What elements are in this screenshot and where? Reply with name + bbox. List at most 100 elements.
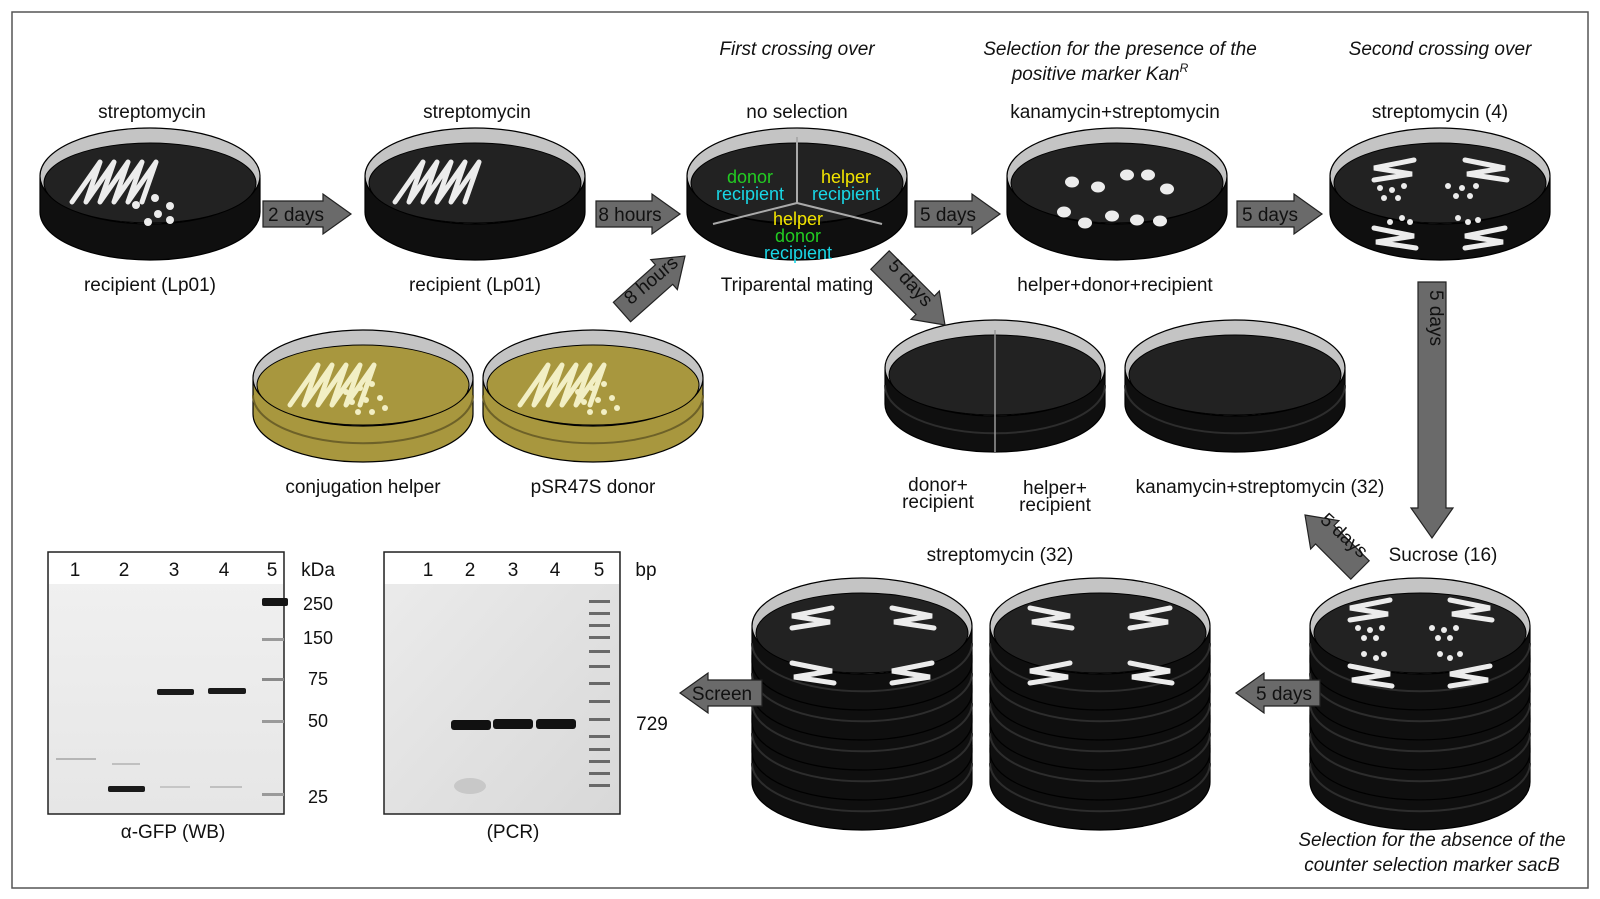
plate-side-band	[989, 643, 1211, 693]
sector-left-line1: donor	[727, 167, 773, 187]
colony-dot	[1355, 625, 1361, 631]
arrow-diag-8-hours	[612, 255, 686, 323]
plate-side-band	[989, 763, 1211, 813]
plate-control-empty	[1124, 319, 1346, 453]
wb-ladder-25	[262, 793, 284, 796]
wb-lane-2: 2	[119, 560, 130, 581]
plate5-header: Second crossing over	[1349, 39, 1532, 60]
colony-dot	[1105, 210, 1119, 222]
plate4-bottom-label: helper+donor+recipient	[1017, 275, 1213, 296]
donor-plate-label: pSR47S donor	[531, 477, 656, 498]
arrow4-label: 5 days	[1242, 205, 1298, 226]
wb-marker-150: 150	[303, 628, 333, 648]
colony-dot	[1367, 627, 1373, 633]
colony-dot	[144, 218, 152, 226]
split-left-line1: donor+	[908, 475, 968, 496]
plate-side-band	[989, 703, 1211, 753]
plate-conjugation-helper	[252, 329, 474, 463]
wb-lane-1: 1	[70, 560, 81, 581]
arrow-8-hours	[595, 192, 682, 236]
colony-dot	[1091, 181, 1105, 193]
colony-dot	[587, 409, 593, 415]
colony-dot	[369, 381, 375, 387]
colony-dot	[614, 405, 620, 411]
gel-lane-1: 1	[423, 560, 434, 581]
colony-dot	[1401, 183, 1407, 189]
colony-dot	[154, 210, 162, 218]
colony-dot	[1120, 169, 1134, 181]
colony-dot	[1399, 215, 1405, 221]
colony-dot	[1455, 215, 1461, 221]
colony-dot	[601, 381, 607, 387]
plate-side-band	[252, 395, 474, 445]
plate-psr47s-donor	[482, 329, 704, 463]
colony-dot	[595, 397, 601, 403]
colony-dot	[1473, 183, 1479, 189]
colony-dot	[1377, 185, 1383, 191]
colony-streak	[1462, 157, 1510, 183]
arrow-5-days-b	[1236, 192, 1324, 236]
sector-bottom-line3: recipient	[764, 243, 832, 263]
wb-band-lane2	[108, 786, 145, 792]
gel-caption: (PCR)	[487, 822, 540, 843]
gel-lane-4: 4	[550, 560, 561, 581]
gel-ladder-band	[589, 735, 610, 738]
colony-dot	[166, 216, 174, 224]
colony-dot	[1459, 185, 1465, 191]
plate-agar	[368, 142, 582, 224]
screen-arrow-label: Screen	[692, 684, 752, 705]
colony-streak	[69, 159, 159, 205]
plate-recipient-2	[364, 127, 586, 261]
wb-marker-50: 50	[308, 711, 328, 731]
gel-lane-5: 5	[594, 560, 605, 581]
wb-marker-250: 250	[303, 594, 333, 614]
plate3-header: First crossing over	[719, 39, 875, 60]
sector-right-line2: recipient	[812, 184, 880, 204]
colony-dot	[581, 399, 587, 405]
colony-streak	[789, 660, 837, 686]
gel-ladder-band	[589, 612, 610, 615]
sector-left-line2: recipient	[716, 184, 784, 204]
gel-band-size: 729	[636, 714, 668, 735]
plate-second-crossing	[1329, 127, 1551, 261]
colony-dot	[589, 385, 595, 391]
colony-dot	[1445, 183, 1451, 189]
plate-stack-sucrose	[1309, 577, 1531, 831]
sector-divider	[796, 202, 883, 225]
colony-dot	[1373, 655, 1379, 661]
colony-dot	[363, 397, 369, 403]
colony-dot	[1361, 635, 1367, 641]
plate-side-band	[482, 395, 704, 445]
pcr-gel: 1 2 3 4 5 bp 729 (PCR)	[383, 551, 668, 843]
gel-ladder-band	[589, 748, 610, 751]
gel-band-lane4	[536, 719, 576, 729]
gel-lane-2: 2	[465, 560, 476, 581]
colony-streak	[1447, 663, 1493, 689]
colony-dot	[1447, 635, 1453, 641]
gel-header-strip	[385, 553, 619, 584]
gel-body	[383, 551, 621, 815]
colony-dot	[1389, 187, 1395, 193]
control-right-label: kanamycin+streptomycin (32)	[1136, 477, 1385, 498]
plate4-header-sup: R	[1180, 61, 1189, 75]
wb-lane-5: 5	[267, 560, 278, 581]
colony-dot	[1057, 206, 1071, 218]
plate3-bottom-label: Triparental mating	[721, 275, 873, 296]
gel-ladder-band	[589, 636, 610, 639]
plate1-bottom-label: recipient (Lp01)	[84, 275, 216, 296]
plate-side-band	[751, 643, 973, 693]
plate-side-band	[1309, 763, 1531, 813]
arrows-layer	[262, 192, 1455, 715]
gel-band-lane2	[451, 720, 491, 730]
wb-membrane	[47, 551, 285, 815]
wb-ladder-150	[262, 638, 284, 641]
colony-streak	[1127, 660, 1175, 686]
gel-band-lane3	[493, 719, 533, 729]
plate-stack-left	[751, 577, 973, 831]
colony-dot	[1153, 215, 1167, 227]
colony-dot	[1437, 651, 1443, 657]
gel-ladder-band	[589, 624, 610, 627]
plate-side-band	[1124, 385, 1346, 435]
arrow2-label: 8 hours	[598, 205, 661, 226]
colony-dot	[1381, 195, 1387, 201]
